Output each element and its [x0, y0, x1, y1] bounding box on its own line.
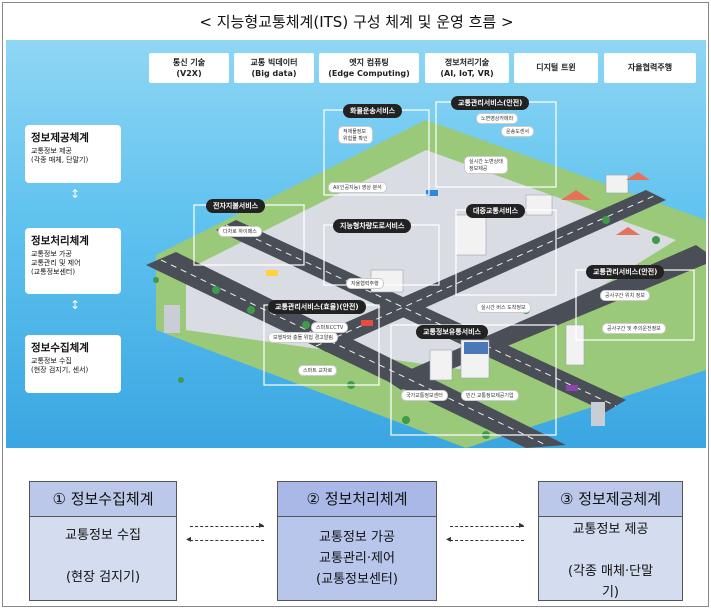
- tag-cargo: 적재물정보 위험물 확인: [338, 126, 373, 144]
- service-traffic-efficiency: 교통관리서비스(효율)(안전): [268, 300, 366, 314]
- flow-box-provide: ③ 정보제공체계 교통정보 제공 (각종 매체·단말 기): [538, 481, 683, 601]
- service-smart-vehicle-road: 지능형차량도로서비스: [333, 219, 412, 233]
- left-box-provide: 정보제공체계 교통정보 제공 (각종 매체, 단말기): [25, 125, 121, 183]
- flow-arrow-left: [190, 540, 264, 541]
- updown-arrow-icon: ↕: [70, 187, 81, 201]
- tag-private-provider: 민간 교통정보제공기업: [461, 390, 519, 401]
- flow-box-body: 교통정보 수집 (현장 검지기): [65, 528, 141, 585]
- flow-box-body: 교통정보 가공 교통관리·제어 (교통정보센터): [316, 530, 398, 587]
- tag-hipass: 다차로 하이패스: [218, 226, 262, 237]
- city-scene: [146, 101, 706, 448]
- tag-work-zone: 공사구간 위치 정보: [600, 290, 650, 301]
- tag-national-center: 국가교통정보센터: [401, 390, 448, 401]
- service-payment: 전자지불서비스: [206, 199, 266, 213]
- tech-bigdata: 교통 빅데이터 (Big data): [234, 53, 314, 83]
- flow-arrow-right: [450, 526, 524, 527]
- flow-arrow-left: [450, 540, 524, 541]
- tech-edge: 엣지 컴퓨팅 (Edge Computing): [319, 53, 419, 83]
- tag-sensor: 운송도센서: [501, 126, 535, 137]
- tech-digital-twin: 디지털 트윈: [514, 53, 598, 83]
- service-traffic-safety-2: 교통관리서비스(안전): [586, 265, 665, 279]
- arrowhead-right-icon: ▸: [259, 520, 265, 531]
- service-freight: 화물운송서비스: [343, 104, 403, 118]
- tech-v2x: 통신 기술 (V2X): [149, 53, 229, 83]
- flow-box-head: ③ 정보제공체계: [539, 482, 682, 517]
- its-city-illustration: 통신 기술 (V2X) 교통 빅데이터 (Big data) 엣지 컴퓨팅 (E…: [6, 40, 706, 448]
- left-box-heading: 정보제공체계: [31, 132, 89, 144]
- tag-autonomous: 자율협력주행: [346, 278, 384, 289]
- flow-box-process: ② 정보처리체계 교통정보 가공 교통관리·제어 (교통정보센터): [277, 481, 437, 601]
- flow-arrow-right: [190, 526, 264, 527]
- tech-ai-iot: 정보처리기술 (AI, IoT, VR): [425, 53, 509, 83]
- left-box-collect: 정보수집체계 교통정보 수집 (현장 검지기, 센서): [25, 335, 121, 393]
- arrowhead-left-icon: ◂: [186, 534, 192, 545]
- left-box-heading: 정보수집체계: [31, 342, 89, 354]
- tech-autonomous: 자율협력주행: [604, 53, 696, 83]
- service-public-transit: 대중교통서비스: [466, 204, 526, 218]
- service-traffic-safety-1: 교통관리서비스(안전): [451, 96, 530, 110]
- tag-road-status: 실시간 노면상태 정보제공: [464, 156, 508, 174]
- tag-work-zone-caution: 공사구간 및 주의운전정보: [602, 323, 666, 334]
- flow-box-body: 교통정보 제공 (각종 매체·단말 기): [567, 522, 654, 600]
- arrowhead-right-icon: ▸: [519, 520, 525, 531]
- left-box-heading: 정보처리체계: [31, 235, 89, 247]
- road-cross: [306, 190, 666, 352]
- arrowhead-left-icon: ◂: [446, 534, 452, 545]
- bridge-pillar: [591, 402, 605, 426]
- tag-ai-video: AI(인공지능) 영상 분석: [328, 182, 387, 193]
- left-box-sub: 교통정보 수집 (현장 검지기, 센서): [31, 357, 89, 374]
- tag-pedestrian-warning: 보행자와 충돌 위험 경고알림: [268, 332, 338, 343]
- figure-title: < 지능형교통체계(ITS) 구성 체계 및 운영 흐름 >: [199, 13, 514, 31]
- left-box-process: 정보처리체계 교통정보 가공 교통관리 및 제어 (교통정보센터): [25, 228, 121, 294]
- flow-box-head: ② 정보처리체계: [278, 482, 436, 517]
- bridge-pillar: [164, 305, 180, 333]
- tag-smart-intersection: 스마트 교차로: [298, 365, 338, 376]
- flow-box-head: ① 정보수집체계: [30, 482, 176, 517]
- updown-arrow-icon: ↕: [70, 298, 81, 312]
- flow-box-collect: ① 정보수집체계 교통정보 수집 (현장 검지기): [29, 481, 177, 601]
- left-box-sub: 교통정보 가공 교통관리 및 제어 (교통정보센터): [31, 250, 81, 276]
- tag-bus-arrival: 실시간 버스 도착정보: [476, 302, 531, 313]
- service-info-distribution: 교통정보유통서비스: [416, 325, 488, 339]
- left-box-sub: 교통정보 제공 (각종 매체, 단말기): [31, 147, 89, 164]
- tag-road-camera: 노면영상카메라: [476, 113, 519, 124]
